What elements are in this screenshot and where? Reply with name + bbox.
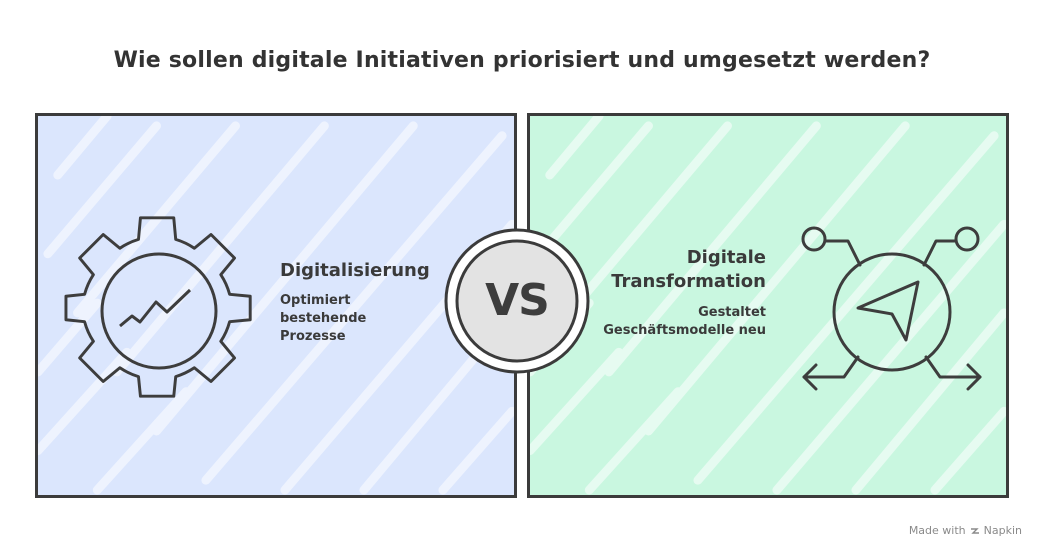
gear-chart-icon: [64, 216, 252, 398]
digitale-transformation-description: Gestaltet Geschäftsmodelle neu: [603, 305, 766, 338]
napkin-logo-icon: [970, 527, 979, 534]
napkin-brand: Napkin: [983, 524, 1022, 537]
digitale-transformation-heading: Digitale Transformation: [611, 247, 766, 292]
napkin-watermark: Made with Napkin: [909, 524, 1022, 537]
vs-badge: VS: [444, 228, 590, 374]
vs-label: VS: [485, 275, 550, 326]
hatch-pattern: [530, 116, 1006, 495]
digitalisierung-description: Optimiert bestehende Prozesse: [280, 293, 367, 344]
navigation-arrow-icon: [801, 226, 982, 391]
made-with-label: Made with: [908, 524, 966, 537]
page-title: Wie sollen digitale Initiativen priorisi…: [113, 48, 931, 73]
digitale-transformation-panel: Digitale Transformation Gestaltet Geschä…: [527, 113, 1009, 498]
digitalisierung-heading: Digitalisierung: [280, 260, 430, 281]
vs-circle: [444, 228, 590, 374]
